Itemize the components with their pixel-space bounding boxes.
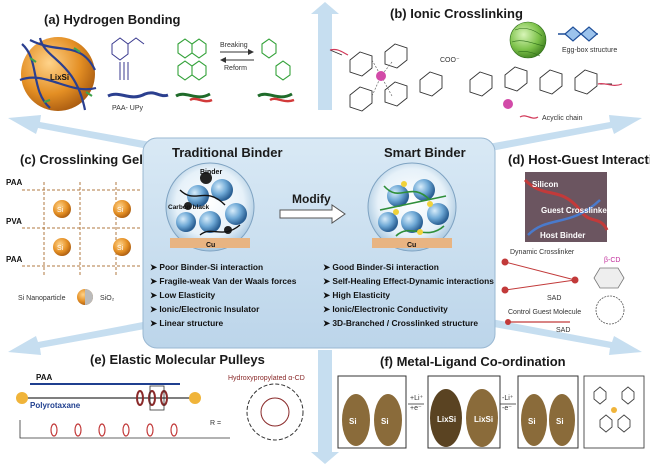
r-group-label: R = <box>210 420 221 427</box>
svg-text:Si: Si <box>528 417 536 426</box>
smart-bullet-5: ➤ 3D-Branched / Crosslinked structure <box>323 318 478 328</box>
svg-text:Si: Si <box>381 417 389 426</box>
beta-cd-label: β-CD <box>604 257 620 264</box>
breaking-reform-arrows: Breaking Reform <box>220 42 254 72</box>
trad-bullet-4: ➤ Ionic/Electronic Insulator <box>150 304 260 314</box>
breaking-label: Breaking <box>220 42 248 49</box>
panel-hydrogen-bonding: (a) Hydrogen Bonding LixSi PAA- UPy Brea… <box>19 12 295 112</box>
sad-label: SAD <box>547 295 561 302</box>
ligand-complex <box>583 375 645 449</box>
svg-text:Si: Si <box>556 417 564 426</box>
binder-label: Binder <box>200 169 222 176</box>
panel-d-title: (d) Host-Guest Interaction <box>508 152 650 167</box>
trad-bullet-3: ➤ Low Elasticity <box>150 290 216 300</box>
panel-a-title: (a) Hydrogen Bonding <box>44 12 181 27</box>
panel-b-title: (b) Ionic Crosslinking <box>390 6 523 21</box>
paa-upy-label: PAA- UPy <box>112 105 143 112</box>
hbond-markers <box>29 47 93 103</box>
modify-arrow: Modify <box>279 192 346 224</box>
cu-label-smart: Cu <box>407 242 416 249</box>
smart-bullet-4: ➤ Ionic/Electronic Conductivity <box>323 304 448 314</box>
svg-text:Si: Si <box>349 417 357 426</box>
cd-ring-icon <box>595 295 625 325</box>
panel-f-title: (f) Metal-Ligand Co-ordination <box>380 354 566 369</box>
paa-chain <box>107 91 169 99</box>
electrode-frame-2: LixSi LixSi <box>427 375 501 449</box>
calcium-ion-left <box>376 71 386 81</box>
svg-text:LixSi: LixSi <box>474 415 493 424</box>
alginate-chains <box>329 43 612 112</box>
upy-dimer-right <box>261 38 291 81</box>
si-nanoparticle-label: Si Nanoparticle <box>18 295 66 302</box>
smart-binder-title: Smart Binder <box>384 145 466 160</box>
svg-text:Si: Si <box>57 207 64 214</box>
svg-text:Si: Si <box>117 207 124 214</box>
stopper-left <box>16 392 28 404</box>
trad-bullet-2: ➤ Fragile-weak Van der Waals forces <box>150 276 297 286</box>
central-comparison: Traditional Binder Smart Binder Binder C… <box>142 137 496 349</box>
polymer-chains <box>19 37 97 111</box>
svg-text:Si: Si <box>117 245 124 252</box>
upy-structure <box>111 37 145 80</box>
coo-label: COO⁻ <box>440 57 460 64</box>
svg-text:LixSi: LixSi <box>437 415 456 424</box>
smart-bullet-1: ➤ Good Binder-Si interaction <box>323 262 439 272</box>
li-minus-label: -Li⁺ <box>502 395 514 402</box>
acyclic-chain-label: Acyclic chain <box>542 115 583 122</box>
carbon-black-label: Carbon black <box>168 204 210 211</box>
panel-molecular-pulleys: (e) Elastic Molecular Pulleys PAA Polyro… <box>16 352 305 441</box>
trad-bullet-1: ➤ Poor Binder-Si interaction <box>150 262 263 272</box>
polyrotaxane-label: Polyrotaxane <box>30 401 81 410</box>
dynamic-crosslinker-label: Dynamic Crosslinker <box>510 249 575 256</box>
traditional-bullets: ➤ Poor Binder-Si interaction ➤ Fragile-w… <box>150 262 297 328</box>
stopper-right <box>189 392 201 404</box>
traditional-binder-title: Traditional Binder <box>172 145 283 160</box>
svg-text:SAD: SAD <box>556 327 570 334</box>
egg-box-label: Egg-box structure <box>562 47 617 54</box>
e-minus-label: +e⁻ <box>410 405 422 412</box>
reform-label: Reform <box>224 65 247 72</box>
smart-bullet-2: ➤ Self-Healing Effect-Dynamic interactio… <box>323 276 494 286</box>
egg-box-sphere <box>509 21 547 59</box>
panel-crosslinking-gels: (c) Crosslinking Gels PAA PVA PAA Si Si … <box>6 152 150 305</box>
sio2-label: SiO₂ <box>100 295 115 302</box>
guest-crosslinker-label: Guest Crosslinker <box>541 206 610 215</box>
smart-binder-illustration: Cu <box>367 162 457 252</box>
panel-metal-ligand: (f) Metal-Ligand Co-ordination Si Si +Li… <box>337 354 645 449</box>
dynamic-crosslinker-icon <box>501 258 579 294</box>
calcium-ion-right <box>503 99 513 109</box>
paa-label-e: PAA <box>36 373 53 382</box>
lixsi-label: LixSi <box>50 73 69 82</box>
panel-e-title: (e) Elastic Molecular Pulleys <box>90 352 265 367</box>
smart-bullets: ➤ Good Binder-Si interaction ➤ Self-Heal… <box>323 262 494 328</box>
svg-text:Si: Si <box>57 245 64 252</box>
beta-cd-icon <box>593 267 625 289</box>
paa-bottom-label: PAA <box>6 255 23 264</box>
alpha-cd-structure <box>246 383 304 441</box>
panel-c-title: (c) Crosslinking Gels <box>20 152 150 167</box>
cu-label-traditional: Cu <box>206 242 215 249</box>
paa-top-label: PAA <box>6 178 23 187</box>
electrode-frame-3: Si Si <box>517 375 579 449</box>
li-plus-label: +Li⁺ <box>410 395 424 402</box>
control-guest-label: Control Guest Molecule <box>508 309 581 316</box>
upy-dimer-left <box>177 38 207 81</box>
trad-bullet-5: ➤ Linear structure <box>150 318 223 328</box>
ring-chain-e <box>50 423 178 437</box>
panel-ionic-crosslinking: (b) Ionic Crosslinking COO⁻ Eg <box>329 6 623 122</box>
modify-label: Modify <box>292 192 331 206</box>
traditional-binder-illustration: Binder Carbon black Cu <box>165 162 255 252</box>
pva-label: PVA <box>6 217 22 226</box>
egg-box-icon: Egg-box structure <box>558 26 617 54</box>
electrode-frame-1: Si Si <box>337 375 407 449</box>
e-plus-label: -e⁻ <box>502 405 512 412</box>
si-particles-c: Si Si Si Si <box>53 200 131 256</box>
gel-network <box>22 182 142 276</box>
smart-bullet-3: ➤ High Elasticity <box>323 290 390 300</box>
silicon-label: Silicon <box>532 180 558 189</box>
host-binder-label: Host Binder <box>540 231 585 240</box>
panel-host-guest: (d) Host-Guest Interaction Silicon Guest… <box>501 152 650 334</box>
hp-cd-label: Hydroxypropylated α-CD <box>228 375 305 382</box>
